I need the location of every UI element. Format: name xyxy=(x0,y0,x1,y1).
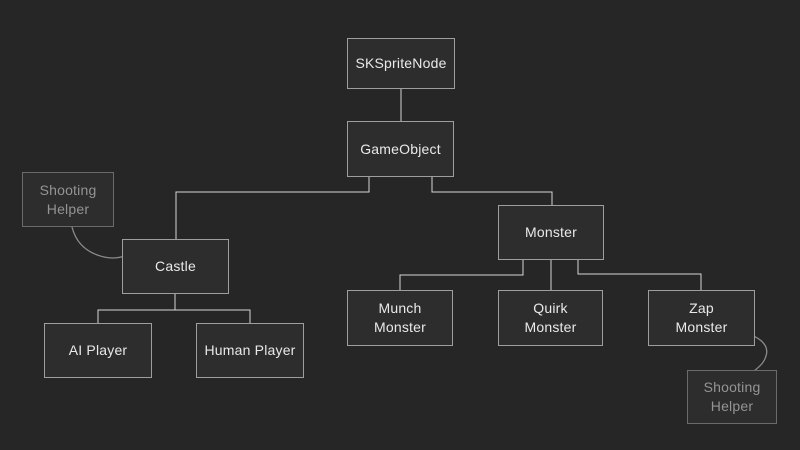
node-monster: Monster xyxy=(498,205,604,260)
node-castle: Castle xyxy=(122,239,229,294)
node-label: Monster xyxy=(525,224,577,241)
node-label: Shooting Helper xyxy=(39,181,97,217)
node-munch-monster: Munch Monster xyxy=(347,290,453,346)
node-skspritenode: SKSpriteNode xyxy=(347,38,455,89)
node-label: Munch Monster xyxy=(374,300,426,335)
node-label: Quirk Monster xyxy=(524,300,577,335)
edge-gameobject-monster xyxy=(431,177,553,205)
node-label: AI Player xyxy=(68,342,128,359)
node-label: Human Player xyxy=(204,342,296,359)
node-label: Castle xyxy=(155,258,196,275)
node-shooting-helper-left: Shooting Helper xyxy=(22,172,114,227)
node-human-player: Human Player xyxy=(196,323,304,378)
node-ai-player: AI Player xyxy=(44,323,152,378)
node-label: SKSpriteNode xyxy=(355,55,447,72)
node-gameobject: GameObject xyxy=(347,121,454,177)
node-quirk-monster: Quirk Monster xyxy=(498,290,603,346)
edge-gameobject-castle xyxy=(175,177,370,239)
edge-monster-munch xyxy=(399,260,524,290)
node-label: GameObject xyxy=(360,140,441,157)
node-label: Zap Monster xyxy=(675,300,728,335)
edge-monster-zap xyxy=(577,260,702,290)
node-shooting-helper-right: Shooting Helper xyxy=(687,370,777,424)
edge-castle-children xyxy=(97,294,251,323)
node-zap-monster: Zap Monster xyxy=(648,290,755,346)
node-label: Shooting Helper xyxy=(703,379,761,414)
